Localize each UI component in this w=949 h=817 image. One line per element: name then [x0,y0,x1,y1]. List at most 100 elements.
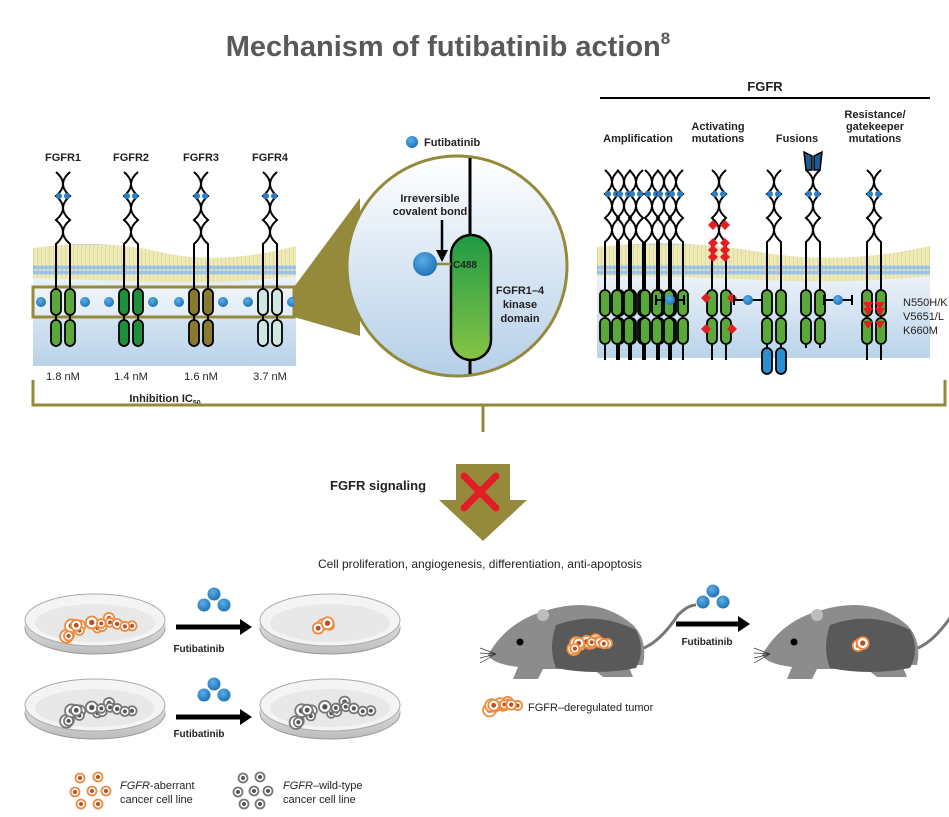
tumor-cell-nucleus [572,646,577,651]
aberrant-cell-nucleus [129,623,135,628]
membrane-left [33,243,296,283]
receptor-fgfr4 [243,171,297,347]
drug-arrow-label-3: Futibatinib [681,637,732,648]
inhibition-symbol [823,295,853,305]
aberrant-cell-nucleus [77,775,83,781]
alteration-label: gatekeeper [846,121,905,133]
kinase-pill [202,288,214,316]
wildtype-cell-nucleus [304,707,310,713]
kinase-pill [775,317,787,345]
mouse-eye [516,638,524,646]
receptor-strand [675,169,685,360]
wildtype-cell-nucleus [99,706,104,711]
mouse-whisker [753,652,771,655]
outcomes-label: Cell proliferation, angiogenesis, differ… [318,557,642,571]
alteration-label: mutations [692,133,745,145]
treatment-arrow [176,677,252,725]
kinase-pill [761,347,773,375]
aberrant-cell-nucleus [95,801,101,807]
kinase-pill [814,317,826,345]
receptor-strand [623,169,633,360]
kinase-pill [639,317,651,345]
wildtype-cell-nucleus [251,788,257,794]
membrane-right [597,243,930,282]
resistance-mutation-marker [875,302,885,310]
tumor-legend-label: FGFR–deregulated tumor [528,702,654,714]
wildtype-cell-nucleus [343,704,348,709]
aberrant-cell-nucleus [315,625,321,631]
wildtype-cell-nucleus [257,801,263,807]
futibatinib-icon [406,136,418,148]
futibatinib-icon [207,587,221,601]
ligand-dot [637,191,643,197]
zoom-wedge [294,198,360,336]
legend-aberrant-cells [69,771,112,810]
title-superscript: 8 [661,29,670,48]
mouse-whisker [479,652,497,655]
kinase-pill [202,319,214,347]
kinase-pill [706,289,718,317]
amplification-receptors [599,169,689,360]
ligand-dot [677,191,683,197]
resistance-mutation-marker [863,302,873,310]
futibatinib-icon [174,297,184,307]
ligand-dot [645,191,651,197]
receptor-strand [773,169,783,360]
mutation-marker [720,220,730,230]
legend-wildtype-cells [232,771,274,810]
mouse-whisker [753,653,771,664]
ligand-dot [867,191,873,197]
receptor-strand [200,171,210,347]
ligand-dot [775,191,781,197]
ligand-dot [64,193,70,199]
domain-label-3: domain [500,313,539,325]
ic50-value: 1.8 nM [46,371,80,383]
ligand-dot [669,191,675,197]
receptor-label: FGFR3 [183,152,219,164]
mutation-marker [720,252,730,262]
aberrant-cell-nucleus [99,621,104,626]
aberrant-cell-nucleus [78,801,84,807]
mouse-eye [790,638,798,646]
receptor-strand [269,171,279,347]
futibatinib-icon [197,688,211,702]
mouse-whisker [753,653,771,659]
arrow-down-icon [436,250,448,262]
ligand-dot [202,193,208,199]
kinase-pill [271,319,283,347]
mouse-after [753,605,949,679]
kinase-pill [800,317,812,345]
experiments [24,584,949,810]
kinase-pill [118,319,130,347]
domain-label-2: kinase [503,299,537,311]
mutation-marker [727,324,737,334]
mutation-marker [708,245,718,255]
ligand-dot [657,191,663,197]
tumor-cell-nucleus [589,640,594,645]
alteration-label: Fusions [776,133,818,145]
futibatinib-icon [36,297,46,307]
drug-legend: Futibatinib [406,136,480,149]
ligand-dot [124,193,130,199]
resistance-mutation-marker [863,308,873,316]
kinase-pill [800,289,812,317]
wildtype-cell-nucleus [296,720,301,725]
receptor-strand [130,171,140,347]
tumor-cell-nucleus [860,640,866,646]
mutation-marker [708,238,718,248]
futibatinib-icon [716,595,730,609]
futibatinib-icon [665,295,675,305]
wildtype-legend-line2: cancer cell line [283,794,356,806]
receptor-strand [812,169,822,348]
signaling-label: FGFR signaling [330,478,426,493]
ligand-dot [806,191,812,197]
wildtype-cell-nucleus [360,709,365,714]
mouse-whisker [479,653,497,659]
wildtype-cell-nucleus [351,706,357,711]
receptor-fgfr3 [174,171,228,347]
aberrant-cell-nucleus [108,620,113,625]
dish-aberrant-before [24,593,166,655]
